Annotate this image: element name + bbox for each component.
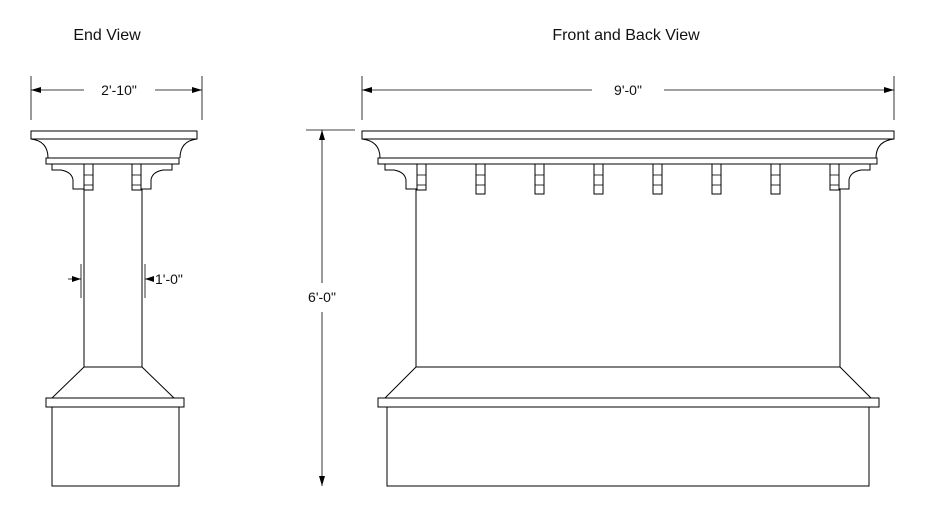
front-view-base-slope-right (839, 366, 872, 399)
front-view-dentil (534, 163, 545, 195)
front-view-cap-cove-left (361, 138, 381, 159)
end-view: End View 2'-10" (30, 27, 203, 487)
end-view-corbel-left (51, 164, 85, 196)
front-view-width-dimension: 9'-0" (361, 76, 895, 120)
end-view-column-label: 1'-0" (155, 271, 183, 287)
end-view-title: End View (73, 27, 141, 44)
front-view-cap-cove-right (875, 138, 895, 159)
end-view-corbel-right (141, 164, 173, 196)
front-view-dentil (475, 163, 486, 195)
arrow-left-icon (145, 276, 154, 282)
end-view-plinth (51, 406, 180, 487)
front-view-base-ledge (377, 397, 880, 408)
end-view-cap-cove-left (30, 138, 49, 159)
front-view-cap (361, 130, 895, 140)
end-view-frieze (45, 157, 180, 165)
front-view-dentil (652, 163, 663, 195)
arrow-right-icon (72, 276, 81, 282)
end-view-width-label: 2'-10" (101, 82, 137, 98)
end-view-base-ledge (45, 397, 185, 408)
arrow-left-icon (362, 87, 372, 93)
front-view-title: Front and Back View (552, 27, 700, 44)
arrow-right-icon (192, 87, 202, 93)
front-view-dentil (711, 163, 722, 195)
front-view-dentil (416, 163, 427, 191)
front-view: Front and Back View 9'-0" (361, 27, 895, 487)
end-view-dentil-left (83, 163, 94, 191)
front-view-corbel-left (384, 164, 417, 196)
height-dimension: 6'-0" (306, 129, 355, 486)
front-view-dentil (593, 163, 604, 195)
end-view-base-slope-right (141, 366, 175, 399)
front-view-corbel-right (839, 164, 871, 196)
end-view-cap-cove-right (179, 138, 198, 159)
end-view-cap (30, 130, 198, 140)
front-view-base-slope-left (384, 366, 417, 399)
front-view-dentil (770, 163, 781, 195)
front-view-width-label: 9'-0" (614, 82, 642, 98)
front-view-frieze (377, 157, 878, 165)
end-view-dentil-right (131, 163, 142, 191)
front-view-plinth (386, 406, 870, 487)
end-view-column-dimension: 1'-0" (68, 264, 183, 298)
arrow-left-icon (31, 87, 41, 93)
arrow-up-icon (319, 130, 325, 140)
front-view-dentil (829, 163, 840, 191)
arrow-down-icon (319, 476, 325, 486)
height-label: 6'-0" (308, 289, 336, 305)
arrow-right-icon (884, 87, 894, 93)
end-view-width-dimension: 2'-10" (30, 76, 203, 120)
end-view-base-slope-left (51, 366, 85, 399)
